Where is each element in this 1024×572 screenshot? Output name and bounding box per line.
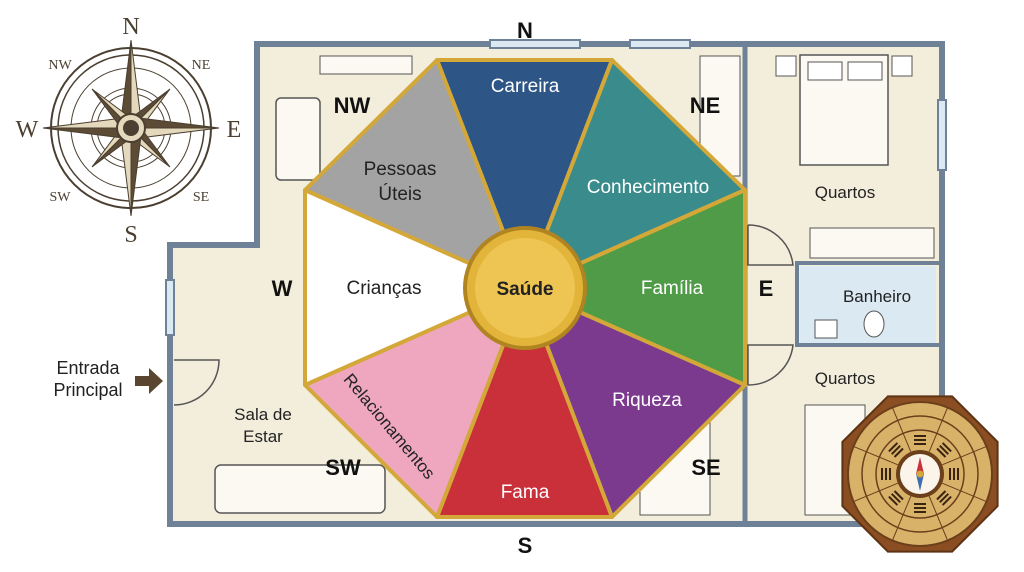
compass-n: N (122, 14, 139, 40)
direction-w: W (272, 276, 293, 301)
sector-label-criancas: Crianças (347, 278, 422, 299)
bagua-mirror-icon (841, 395, 999, 553)
compass-rose (42, 39, 220, 217)
luopan-divider (891, 496, 912, 541)
sector-label-familia: Família (641, 278, 704, 299)
armchair (275, 97, 321, 181)
direction-sw: SW (325, 455, 361, 480)
room-label-bedroom-bottom: Quartos (815, 369, 875, 388)
luopan-divider (928, 496, 949, 541)
trigram-line (888, 442, 899, 453)
sink (814, 319, 838, 339)
room-label-bathroom: Banheiro (843, 287, 911, 306)
direction-se: SE (691, 455, 720, 480)
nightstand (775, 55, 797, 77)
toilet (863, 310, 885, 338)
luopan-divider (853, 445, 898, 466)
room-label-living-1: Sala de (234, 405, 292, 424)
trigram-line (893, 490, 904, 501)
trigram-line (936, 447, 947, 458)
trigram-line (941, 495, 952, 506)
bagua-center-highlight (475, 238, 575, 338)
entrance-arrow-icon (135, 368, 163, 394)
direction-nw: NW (334, 93, 371, 118)
sector-label-uteis: Úteis (378, 183, 421, 205)
room-label-living-2: Estar (243, 427, 283, 446)
direction-ne: NE (690, 93, 721, 118)
compass-sw: SW (50, 190, 72, 205)
bagua-center-label: Saúde (496, 279, 553, 300)
direction-s: S (518, 533, 533, 558)
luopan-divider (942, 482, 987, 503)
direction-e: E (759, 276, 774, 301)
room-label-bedroom-top: Quartos (815, 183, 875, 202)
window-left (165, 279, 175, 336)
door-bedroom-top (747, 224, 794, 266)
sector-label-pessoas: Pessoas (364, 159, 437, 180)
nightstand (891, 55, 913, 77)
trigram-line (939, 493, 950, 504)
window-top-left (489, 39, 581, 49)
trigram-line (941, 442, 952, 453)
bagua-sector-pessoas-uteis (303, 58, 527, 290)
compass-s: S (124, 222, 137, 248)
trigram-line (893, 447, 904, 458)
door-bedroom-bottom (747, 344, 794, 386)
sector-label-fama: Fama (501, 482, 550, 503)
entrance-label-2: Principal (53, 380, 122, 400)
window-right (937, 99, 947, 171)
trigram-line (888, 495, 899, 506)
luopan-divider (891, 407, 912, 452)
direction-n: N (517, 18, 533, 43)
wardrobe (809, 227, 935, 259)
sector-label-conhecimento: Conhecimento (587, 177, 710, 198)
luopan-divider (928, 407, 949, 452)
bagua-map (303, 58, 747, 519)
compass-ne: NE (192, 58, 211, 73)
luopan-divider (942, 445, 987, 466)
sofa (214, 464, 386, 514)
trigram-line (890, 444, 901, 455)
pillow (807, 61, 843, 81)
door-entrance (173, 359, 220, 406)
compass-w: W (16, 117, 39, 143)
compass-se: SE (193, 190, 209, 205)
pillow (847, 61, 883, 81)
window-top-right (629, 39, 691, 49)
trigram-line (936, 490, 947, 501)
compass-nw: NW (48, 58, 72, 73)
trigram-line (939, 444, 950, 455)
entrance-label-1: Entrada (56, 358, 120, 378)
sector-label-carreira: Carreira (491, 76, 560, 97)
compass-e: E (227, 117, 242, 143)
luopan-divider (853, 482, 898, 503)
trigram-line (890, 493, 901, 504)
sector-label-riqueza: Riqueza (612, 390, 682, 411)
tv-stand (319, 55, 413, 75)
